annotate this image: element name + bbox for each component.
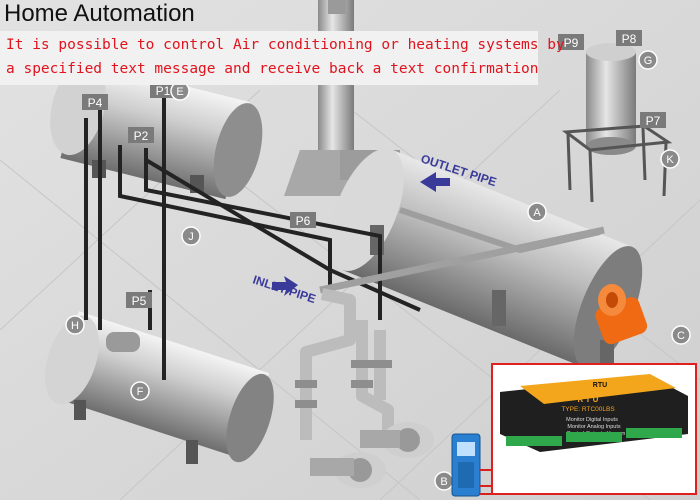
marker-k: K <box>660 149 680 169</box>
svg-text:C: C <box>677 330 685 342</box>
description-box: It is possible to control Air conditioni… <box>0 31 565 85</box>
svg-text:J: J <box>188 231 194 243</box>
svg-text:A: A <box>533 207 541 219</box>
description-line-2: a specified text message and receive bac… <box>6 61 539 77</box>
page-title: Home Automation <box>4 0 195 27</box>
marker-g: G <box>638 50 658 70</box>
svg-text:P9: P9 <box>564 36 579 50</box>
marker-f: F <box>130 381 150 401</box>
tag-p5: P5 <box>126 292 152 308</box>
tag-p8: P8 <box>616 30 642 46</box>
rtu-type: TYPE: RTC00LBS <box>561 406 615 413</box>
marker-e: E <box>170 81 190 101</box>
marker-b: B <box>434 471 454 491</box>
svg-text:P7: P7 <box>646 114 661 128</box>
flue-pipe <box>319 207 605 294</box>
svg-text:P6: P6 <box>296 214 311 228</box>
svg-text:B: B <box>440 476 447 488</box>
svg-text:P5: P5 <box>132 294 147 308</box>
rtu-controller: RTU R T U TYPE: RTC00LBS Monitor Digital… <box>491 363 697 495</box>
tag-p2: P2 <box>128 127 154 143</box>
gsm-phone <box>451 433 481 497</box>
rtu-title: R T U <box>578 395 599 404</box>
marker-c: C <box>671 325 691 345</box>
tag-p1: P1 <box>150 82 176 98</box>
tag-p6: P6 <box>290 212 316 228</box>
pumps <box>310 422 434 488</box>
svg-text:F: F <box>137 386 144 398</box>
svg-text:P8: P8 <box>622 32 637 46</box>
burner <box>595 284 648 345</box>
outlet-arrow <box>420 172 450 192</box>
rtu-terminals <box>506 428 682 446</box>
svg-text:K: K <box>666 154 674 166</box>
svg-text:P2: P2 <box>134 129 149 143</box>
tag-p4: P4 <box>82 94 108 110</box>
tag-p7: P7 <box>640 112 666 128</box>
elevated-tank <box>561 43 673 203</box>
tag-p9: P9 <box>558 34 584 50</box>
pipework <box>84 96 421 380</box>
point-tags: P1 P2 P4 P5 P6 P7 P8 P9 <box>82 30 666 308</box>
rtu-line1: Monitor Digital Inputs <box>566 417 618 423</box>
svg-text:G: G <box>644 55 653 67</box>
marker-a: A <box>527 202 547 222</box>
pump-pipe-joints <box>295 360 392 408</box>
svg-text:E: E <box>176 86 183 98</box>
svg-text:P1: P1 <box>156 84 171 98</box>
storage-tank-bottom <box>45 311 274 464</box>
inlet-arrow <box>272 276 298 296</box>
rtu-line2: Monitor Analog Inputs <box>567 424 620 430</box>
description-line-1: It is possible to control Air conditioni… <box>6 37 565 53</box>
marker-j: J <box>181 226 201 246</box>
marker-h: H <box>65 315 85 335</box>
svg-text:P4: P4 <box>88 96 103 110</box>
svg-text:H: H <box>71 320 79 332</box>
rtu-brand: RTU <box>593 382 607 389</box>
